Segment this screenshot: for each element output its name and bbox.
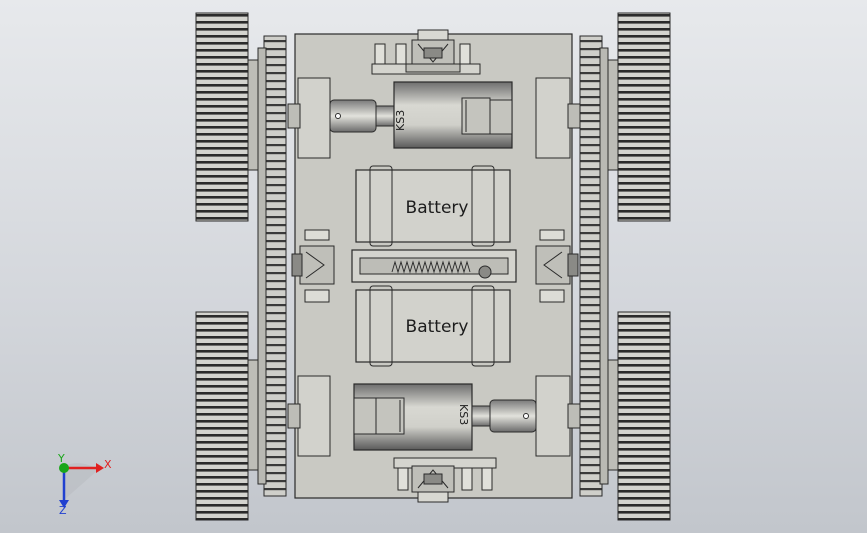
right-track [579, 35, 609, 497]
battery-label-bottom: Battery [406, 317, 469, 337]
front-gear-assembly [371, 29, 481, 75]
rear-gear-assembly [393, 457, 497, 503]
left-track [257, 35, 287, 497]
battery-pack-bottom: Battery [355, 285, 511, 367]
middle-gear-rack [351, 249, 517, 283]
x-axis-label: X [104, 458, 112, 471]
left-front-wheel [195, 12, 259, 222]
battery-pack-top: Battery [355, 165, 511, 247]
z-axis-label: Z [59, 504, 67, 517]
left-mid-gear [291, 229, 335, 303]
front-motor-label: KS3 [394, 110, 407, 131]
y-axis-dot [59, 463, 69, 473]
front-motor: KS3 [287, 77, 581, 159]
rear-motor: KS3 [287, 375, 581, 457]
axis-triad: X Y Z [57, 452, 112, 517]
rear-motor-label: KS3 [457, 404, 470, 425]
battery-label-top: Battery [406, 198, 469, 218]
y-axis-label: Y [57, 452, 65, 465]
right-rear-wheel [607, 311, 671, 521]
right-front-wheel [607, 12, 671, 222]
right-mid-gear [535, 229, 579, 303]
left-rear-wheel [195, 311, 259, 521]
